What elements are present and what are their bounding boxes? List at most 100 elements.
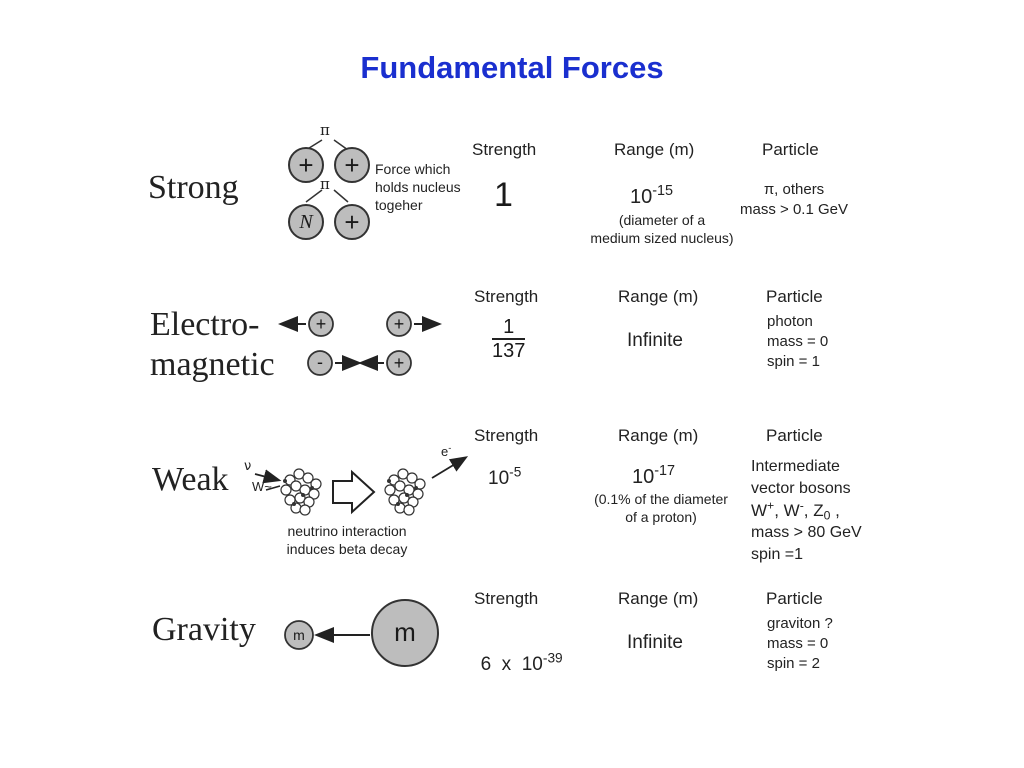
range-exponent: -17 (654, 463, 676, 480)
strong-particle: π, others mass > 0.1 GeV (728, 180, 860, 220)
particle-line: spin =1 (751, 546, 804, 563)
strength-exponent: -5 (509, 464, 522, 480)
nucleon-circle (288, 147, 324, 183)
nucleon-proton: + (298, 150, 314, 180)
charge-negative: - (317, 352, 323, 372)
particle-header: Particle (766, 287, 823, 306)
nucleon-circle (288, 204, 324, 240)
particle-line: mass > 0.1 GeV (740, 201, 848, 218)
particle-line: vector bosons (751, 480, 851, 497)
neutrino-label: ν (244, 459, 252, 474)
force-name-line: Electro- (150, 306, 260, 343)
range-base: 10 (630, 186, 653, 208)
weak-description: neutrino interaction induces beta decay (272, 522, 422, 558)
particle-line: π, others (763, 181, 825, 198)
charge-positive: + (315, 314, 327, 334)
pion-label: π (320, 175, 330, 193)
desc-line: holds nucleus (375, 179, 461, 195)
desc-line: induces beta decay (286, 541, 408, 557)
em-particle: photon mass = 0 spin = 1 (767, 312, 828, 372)
gravity-strength: 6 x 10-39 (470, 632, 563, 676)
weak-particle: Intermediate vector bosons W+, W-, Z0 , … (751, 456, 862, 566)
weak-strength: 10-5 (488, 465, 521, 490)
strength-header: Strength (474, 589, 539, 608)
charge-positive: + (393, 353, 405, 373)
w-plus-charge: + (767, 498, 775, 513)
strength-header: Strength (472, 140, 537, 159)
electron-arrow (431, 456, 469, 479)
fraction-numerator: 1 (492, 316, 526, 340)
particle-line: mass = 0 (767, 333, 829, 350)
w-boson-label: W~ (252, 479, 272, 494)
particle-line: graviton ? (767, 615, 833, 632)
pion-label: π (320, 121, 330, 139)
strength-base: 6 x 10 (480, 654, 543, 675)
particle-line: photon (767, 313, 813, 330)
nucleon-circle (334, 204, 370, 240)
note-line: of a proton) (625, 509, 697, 525)
force-name-strong: Strong (148, 169, 239, 206)
range-header: Range (m) (618, 589, 699, 608)
nucleon-proton: + (344, 207, 360, 237)
page-title: Fundamental Forces (360, 50, 664, 85)
electron-label: e- (441, 443, 451, 461)
particle-line: spin = 1 (767, 353, 820, 370)
gravity-range: Infinite (627, 632, 683, 653)
particle-header: Particle (766, 589, 823, 608)
strong-range-note: (diameter of a medium sized nucleus) (578, 211, 746, 247)
range-exponent: -15 (652, 183, 674, 200)
w-minus-charge: - (799, 498, 804, 513)
desc-line: neutrino interaction (287, 523, 407, 539)
process-arrow-icon (332, 469, 376, 515)
weak-range-note: (0.1% of the diameter of a proton) (586, 490, 736, 526)
em-charge-diagram (278, 311, 442, 376)
boson-list: W+, W-, Z0 , (751, 498, 862, 523)
weak-range: 10-17 (632, 463, 676, 489)
particle-line: Intermediate (751, 458, 840, 475)
em-range: Infinite (627, 330, 683, 351)
gravity-particle: graviton ? mass = 0 spin = 2 (767, 614, 833, 674)
particle-header: Particle (762, 140, 819, 159)
strong-description: Force which holds nucleus togeher (375, 160, 461, 214)
nucleus-icon (384, 468, 426, 516)
strong-strength: 1 (494, 176, 513, 214)
particle-header: Particle (766, 426, 823, 445)
note-line: (diameter of a (618, 212, 706, 228)
particle-line: spin = 2 (767, 655, 820, 672)
weak-decay-diagram (254, 456, 469, 516)
nucleon-neutron: N (299, 211, 313, 233)
particle-line: mass = 0 (767, 635, 829, 652)
range-base: 10 (632, 466, 655, 488)
boson-tail: , (830, 501, 840, 520)
gravity-diagram (284, 599, 439, 667)
particle-line: mass > 80 GeV (751, 524, 862, 541)
large-mass-label: m (394, 617, 416, 647)
electron-symbol: e (441, 444, 449, 459)
strong-nucleus-diagram (288, 139, 370, 240)
range-header: Range (m) (614, 140, 695, 159)
note-line: (0.1% of the diameter (594, 491, 728, 507)
electron-charge: - (448, 442, 452, 453)
strength-header: Strength (474, 426, 539, 445)
force-name-em: Electro- magnetic (150, 305, 275, 385)
strength-base: 10 (488, 468, 510, 489)
fraction-denominator: 137 (492, 340, 526, 362)
force-name-line: magnetic (150, 346, 275, 383)
w-plus: W (751, 501, 768, 520)
strength-exponent: -39 (542, 650, 563, 666)
nucleon-proton: + (344, 150, 360, 180)
range-header: Range (m) (618, 426, 699, 445)
z-boson: , Z (803, 501, 824, 520)
strong-range: 10-15 (630, 183, 674, 209)
force-name-gravity: Gravity (152, 611, 256, 648)
nucleon-circle (334, 147, 370, 183)
small-mass-label: m (293, 627, 305, 643)
strength-header: Strength (474, 287, 539, 306)
w-minus: , W (774, 501, 800, 520)
desc-line: togeher (375, 197, 423, 213)
note-line: medium sized nucleus) (590, 230, 734, 246)
range-header: Range (m) (618, 287, 699, 306)
z-subscript: 0 (823, 508, 831, 523)
force-name-weak: Weak (152, 461, 229, 498)
